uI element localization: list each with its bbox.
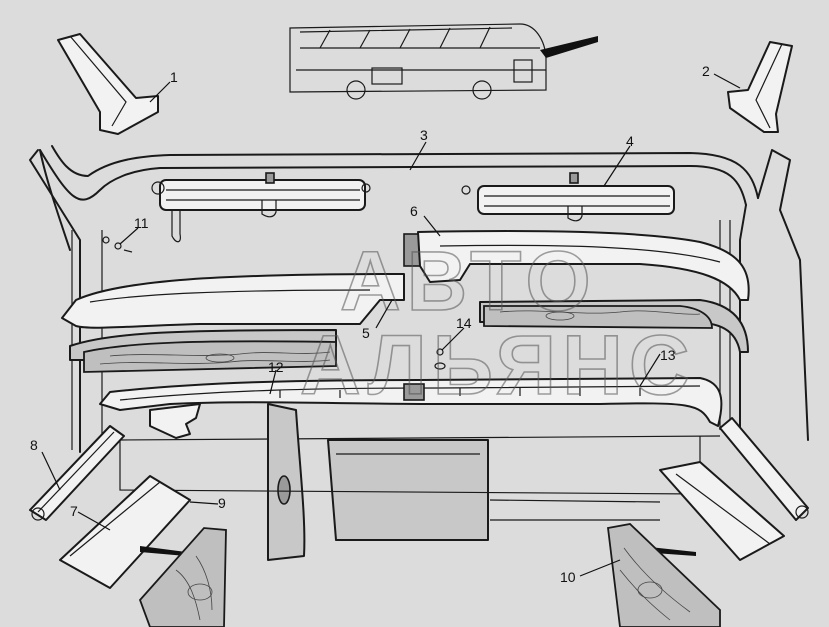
- corner-trim-right: [727, 41, 793, 133]
- callout-12: 12: [268, 359, 284, 375]
- callout-2: 2: [702, 63, 710, 79]
- callout-8: 8: [30, 437, 38, 453]
- callout-4: 4: [626, 133, 634, 149]
- callout-6: 6: [410, 203, 418, 219]
- callout-labels: 1 2 3 4 5 6 7 8 9 10 11 12 13 14: [30, 63, 710, 585]
- callout-9: 9: [218, 495, 226, 511]
- callout-7: 7: [70, 503, 78, 519]
- side-trim-right: [607, 417, 809, 627]
- screw-part-14: [434, 348, 446, 370]
- callout-14: 14: [456, 315, 472, 331]
- luggage-rack-left: [61, 273, 405, 373]
- callout-11: 11: [134, 215, 149, 231]
- callout-1: 1: [170, 69, 178, 85]
- floor-structure: [119, 403, 721, 561]
- lower-panel: [99, 377, 723, 427]
- curtain-rail-left: [151, 179, 366, 243]
- watermark-line1: АВТО: [340, 234, 597, 328]
- curtain-rail-right: [265, 172, 675, 222]
- luggage-rack-right: [403, 230, 750, 353]
- side-trim-left: [29, 425, 227, 627]
- watermark: АВТО АЛЬЯНС: [299, 233, 696, 413]
- screw-part-11: [102, 236, 133, 253]
- callout-10: 10: [560, 569, 576, 585]
- callout-3: 3: [420, 127, 428, 143]
- callout-leaders: [41, 73, 741, 577]
- watermark-line2: АЛЬЯНС: [300, 318, 696, 412]
- corner-trim-left: [57, 33, 159, 135]
- bus-illustration: [289, 23, 598, 100]
- callout-13: 13: [660, 347, 676, 363]
- callout-5: 5: [362, 325, 370, 341]
